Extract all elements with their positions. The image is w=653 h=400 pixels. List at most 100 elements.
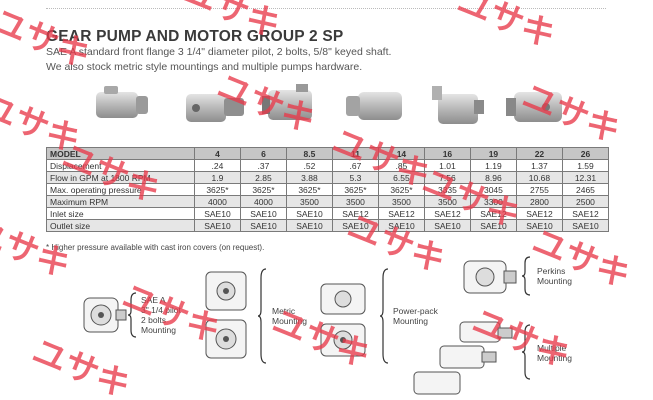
table-cell: 3625* [285,183,333,196]
sae-label-line-2: 3" 1/4 pilot [141,305,181,315]
pump-photo-6 [186,94,244,122]
table-cell: SAE12 [331,207,379,220]
subtitle-line-2: We also stock metric style mountings and… [46,61,363,73]
table-cell: 3500 [377,195,425,208]
row-label: Outlet size [46,219,195,232]
multiple-brace [522,324,531,380]
table-cell: 12.31 [561,171,610,184]
table-cell: SAE12 [423,207,471,220]
table-cell: 10.68 [515,171,563,184]
table-cell: 2500 [561,195,610,208]
table-cell: 7.56 [423,171,471,184]
table-cell: SAE10 [285,207,333,220]
header-cell: 6 [239,147,287,160]
row-label: Displacement [46,159,195,172]
table-cell: SAE10 [239,207,287,220]
table-cell: 3500 [285,195,333,208]
table-row: Inlet size SAE10 SAE10 SAE10 SAE12 SAE12… [46,207,610,220]
table-cell: SAE12 [515,207,563,220]
row-label: Max. operating pressure [46,183,195,196]
table-cell: SAE10 [377,219,425,232]
row-label: Inlet size [46,207,195,220]
table-row: Displacement .24 .37 .52 .67 .85 1.01 1.… [46,159,610,172]
header-cell: 16 [423,147,471,160]
table-cell: 3500 [423,195,471,208]
header-cell: 8.5 [285,147,333,160]
sae-label-line-3: 2 bolts [141,315,167,325]
table-cell: 3625* [239,183,287,196]
metric-label-line-1: Metric [272,306,296,316]
header-cell: 26 [561,147,610,160]
table-cell: .37 [239,159,287,172]
table-row: Maximum RPM 4000 4000 3500 3500 3500 350… [46,195,610,208]
multiple-label-line-1: Multiple [537,343,567,353]
table-cell: 3625* [193,183,241,196]
table-cell: 2755 [515,183,563,196]
header-cell: 4 [193,147,241,160]
table-cell: 4000 [239,195,287,208]
watermark-text: ユサキ [27,331,137,400]
table-cell: SAE10 [239,219,287,232]
sae-label-line-4: Mounting [141,325,176,335]
table-cell: 3045 [469,183,517,196]
table-cell: 3625* [331,183,379,196]
header-cell: MODEL [46,147,195,160]
row-label: Maximum RPM [46,195,195,208]
powerpack-label-line-1: Power-pack [393,306,438,316]
header-cell: 22 [515,147,563,160]
table-cell: 1.19 [469,159,517,172]
perkins-mounting-label: Perkins Mounting [537,266,572,286]
metric-mounting-label: Metric Mounting [272,306,307,326]
table-cell: SAE12 [561,207,610,220]
pump-photo-16 [506,92,562,122]
table-cell: .24 [193,159,241,172]
footnote: * Higher pressure available with cast ir… [46,243,265,252]
metric-brace [258,268,267,364]
table-cell: 1.01 [423,159,471,172]
pump-photo-4 [96,86,148,118]
table-cell: 5.3 [331,171,379,184]
metric-label-line-2: Mounting [272,316,307,326]
header-cell: 11 [331,147,379,160]
powerpack-label-line-2: Mounting [393,316,428,326]
table-cell: 1.37 [515,159,563,172]
spec-table: MODEL 4 6 8.5 11 14 16 19 22 26 Displace… [46,147,610,232]
table-cell: SAE10 [285,219,333,232]
table-cell: SAE12 [377,207,425,220]
header-cell: 14 [377,147,425,160]
pump-photo-11 [346,92,402,120]
table-cell: 2.85 [239,171,287,184]
table-cell: 2465 [561,183,610,196]
perkins-label-line-2: Mounting [537,276,572,286]
sae-label-line-1: SAE A [141,295,166,305]
table-cell: SAE10 [331,219,379,232]
powerpack-mounting-label: Power-pack Mounting [393,306,438,326]
table-cell: 1.9 [193,171,241,184]
table-cell: 4000 [193,195,241,208]
powerpack-mounting-drawing [320,283,366,357]
table-cell: 3625* [377,183,425,196]
subtitle-line-1: SAE A standard front flange 3 1/4" diame… [46,46,392,58]
perkins-label-line-1: Perkins [537,266,566,276]
perkins-mounting-drawing [463,260,517,294]
top-divider [46,8,606,9]
table-row: Flow in GPM at 1800 RPM 1.9 2.85 3.88 5.… [46,171,610,184]
table-cell: 3300 [469,195,517,208]
table-cell: 1.59 [561,159,610,172]
pump-photo-14 [432,86,484,124]
table-cell: 3.88 [285,171,333,184]
table-cell: SAE10 [193,219,241,232]
perkins-brace [522,256,531,296]
table-cell: SAE10 [561,219,610,232]
table-header-row: MODEL 4 6 8.5 11 14 16 19 22 26 [46,147,610,160]
table-cell: SAE10 [469,219,517,232]
header-cell: 19 [469,147,517,160]
multiple-mounting-drawing [413,321,513,395]
table-row: Outlet size SAE10 SAE10 SAE10 SAE10 SAE1… [46,219,610,232]
sae-mounting-label: SAE A 3" 1/4 pilot 2 bolts Mounting [141,295,181,335]
multiple-mounting-label: Multiple Mounting [537,343,572,363]
row-label: Flow in GPM at 1800 RPM [46,171,195,184]
table-row: Max. operating pressure 3625* 3625* 3625… [46,183,610,196]
table-cell: .67 [331,159,379,172]
table-cell: SAE10 [515,219,563,232]
